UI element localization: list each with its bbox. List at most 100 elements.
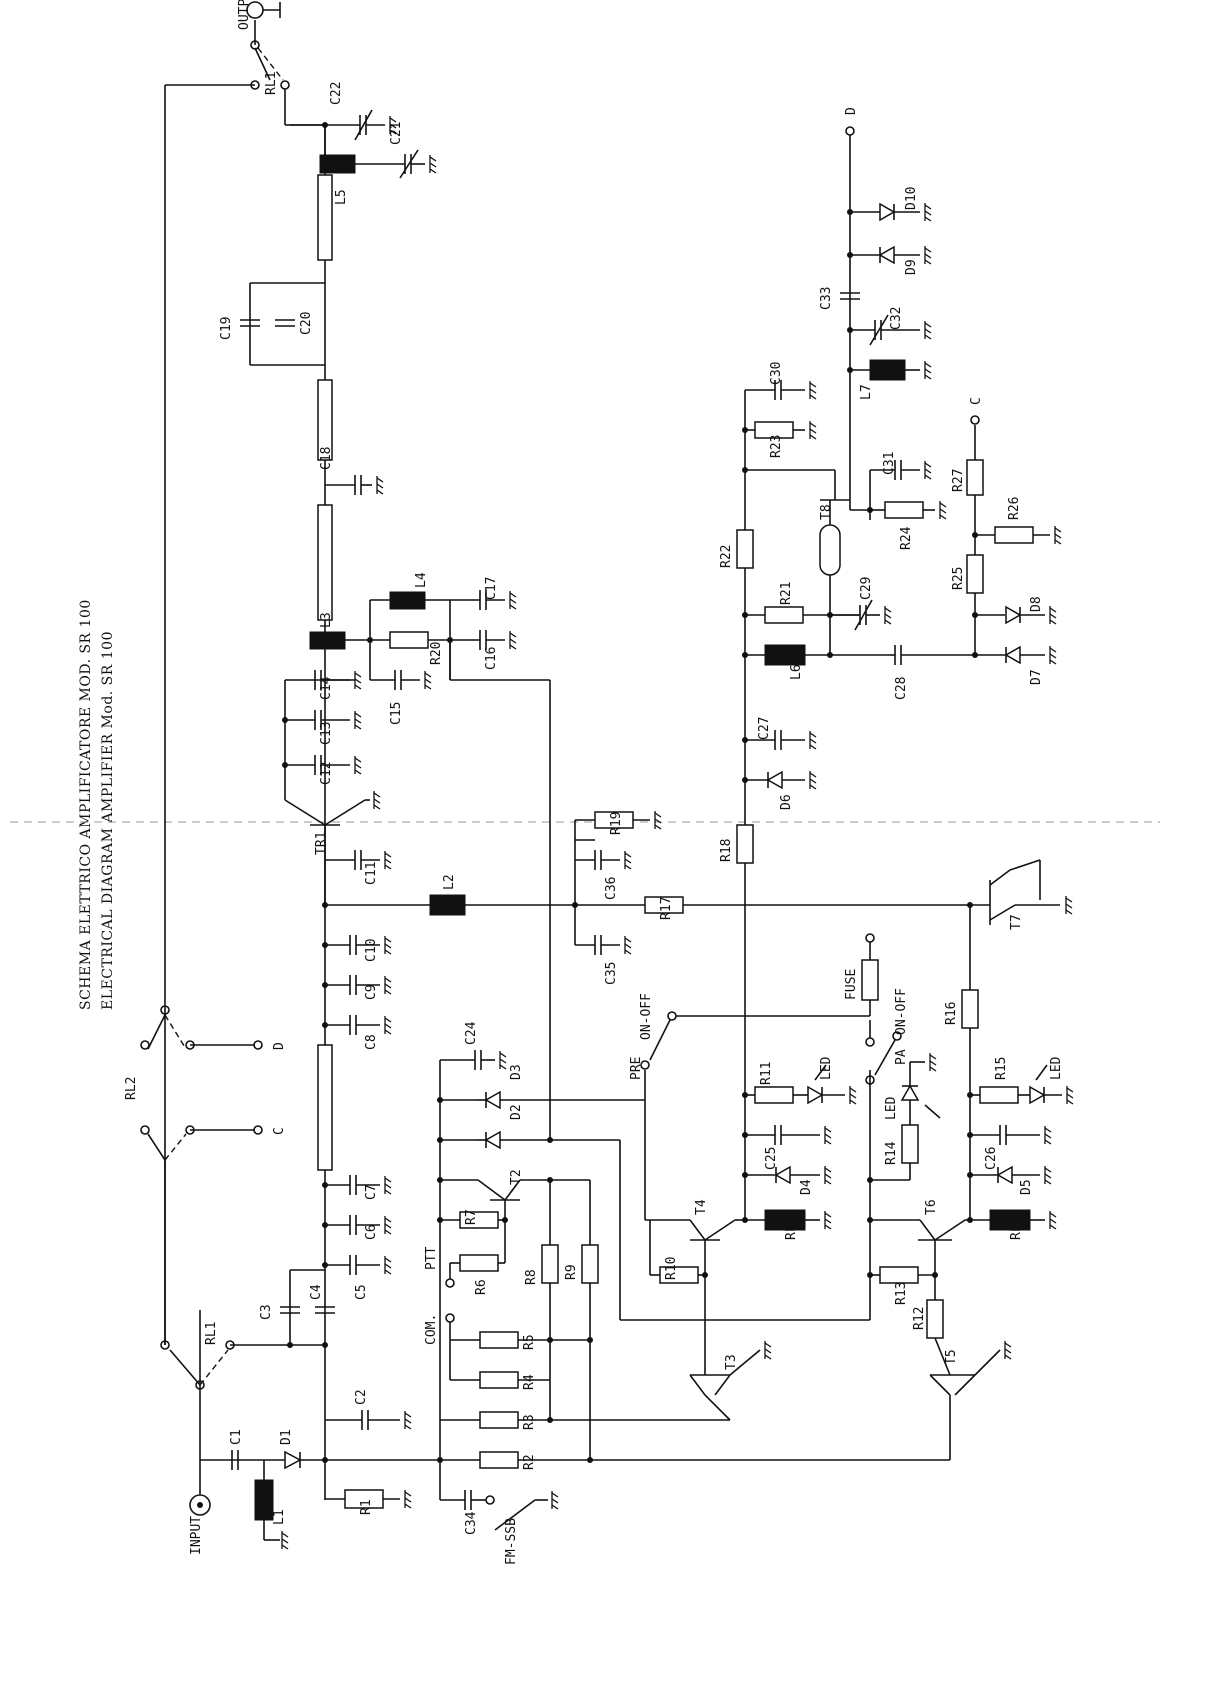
led-3 (1029, 1085, 1046, 1105)
label-c4: C4 (309, 1284, 324, 1300)
label-d8: D8 (1029, 596, 1044, 612)
label-d3: D3 (509, 1064, 524, 1080)
label-r9: R9 (564, 1264, 579, 1280)
resistor-r21 (764, 606, 804, 624)
label-r13: R13 (894, 1282, 909, 1305)
label-r8: R8 (524, 1269, 539, 1285)
label-l5: L5 (334, 189, 349, 205)
label-t5: T5 (944, 1349, 959, 1365)
label-c29: C29 (859, 577, 874, 600)
resistor-r5 (479, 1331, 519, 1349)
label-led-2: LED (884, 1096, 899, 1120)
resistor-r26 (994, 526, 1034, 544)
label-pre: PRE (629, 1057, 644, 1080)
label-r27: R27 (951, 469, 966, 492)
label-led-1: LED (819, 1056, 834, 1080)
secondary-section (736, 126, 1062, 900)
terminal-d-right (845, 126, 855, 136)
label-c19: C19 (219, 317, 234, 340)
label-c31: C31 (882, 452, 897, 475)
label-r1: R1 (359, 1499, 374, 1515)
label-r26: R26 (1007, 497, 1022, 520)
inductor-l6 (764, 644, 806, 666)
resistor-r4 (479, 1371, 519, 1389)
label-d-right: D (844, 107, 859, 115)
strip-line-2 (317, 379, 333, 461)
label-r5: R5 (522, 1334, 537, 1350)
label-c35: C35 (604, 962, 619, 985)
transistor-tr1 (284, 765, 381, 905)
resistor-r12 (926, 1299, 944, 1339)
label-r20: R20 (429, 642, 444, 665)
title-english: ELECTRICAL DIAGRAM AMPLIFIER Mod. SR 100 (100, 631, 116, 1010)
label-l4: L4 (414, 572, 429, 588)
label-c2: C2 (354, 1389, 369, 1405)
label-on-off-1: ON-OFF (639, 993, 654, 1040)
label-fuse: FUSE (844, 969, 859, 1000)
led-2 (900, 1084, 920, 1101)
label-c12: C12 (319, 762, 334, 785)
label-c-right: C (969, 397, 984, 405)
label-t8: T8 (819, 504, 834, 520)
resistor-r25 (966, 554, 984, 594)
label-c24: C24 (464, 1021, 479, 1045)
label-r18: R18 (719, 839, 734, 862)
led-1 (807, 1085, 824, 1105)
inductor-l2 (429, 894, 466, 916)
control-t3-t4 (640, 900, 902, 1421)
label-r22: R22 (719, 545, 734, 568)
label-d10: D10 (904, 187, 919, 210)
bias-network (322, 810, 973, 956)
label-r15: R15 (994, 1057, 1009, 1080)
label-c22: C22 (329, 82, 344, 105)
resistor-r9 (581, 1244, 599, 1284)
inductor-l7 (869, 359, 906, 381)
label-r3: R3 (522, 1414, 537, 1430)
label-d7: D7 (1029, 669, 1044, 685)
label-c34: C34 (464, 1511, 479, 1535)
label-r12: R12 (912, 1307, 927, 1330)
label-c36: C36 (604, 877, 619, 900)
label-r2: R2 (522, 1454, 537, 1470)
label-r24: R24 (899, 526, 914, 550)
component-labels: INPUT OUTP D C D C COM. PTT PRE ON-OFF P… (124, 0, 1064, 1565)
transistor-t8 (819, 524, 841, 576)
label-d4: D4 (799, 1179, 814, 1195)
label-l6: L6 (789, 664, 804, 680)
label-c7: C7 (364, 1184, 379, 1200)
label-r4: R4 (522, 1374, 537, 1390)
label-t6: T6 (924, 1199, 939, 1215)
label-led-3: LED (1049, 1056, 1064, 1080)
label-d1: D1 (279, 1429, 294, 1445)
label-c30: C30 (769, 362, 784, 385)
label-rl1-bottom: RL1 (204, 1322, 219, 1345)
label-d5: D5 (1019, 1179, 1034, 1195)
relay-rl1-lower (160, 1010, 336, 1390)
label-c10: C10 (364, 939, 379, 962)
label-c6: C6 (364, 1224, 379, 1240)
label-d2: D2 (509, 1104, 524, 1120)
label-c: C (272, 1127, 287, 1135)
terminal-c (253, 1125, 263, 1135)
label-c25: C25 (764, 1147, 779, 1170)
resistor-r15 (979, 1086, 1019, 1104)
resistor-r3 (479, 1411, 519, 1429)
label-fm-ssb: FM-SSB (504, 1518, 519, 1565)
label-t3: T3 (724, 1354, 739, 1370)
label-c17: C17 (484, 577, 499, 600)
label-c14: C14 (319, 676, 334, 700)
label-ptt: PTT (424, 1246, 439, 1270)
resistor-r6 (459, 1254, 499, 1272)
label-rl2-coil: RL2 (784, 1217, 799, 1240)
title-italian: SCHEMA ELETTRICO AMPLIFICATORE MOD. SR 1… (78, 599, 94, 1010)
resistor-r11 (754, 1086, 794, 1104)
output-tuning (290, 109, 437, 496)
resistor-r20 (389, 631, 429, 649)
resistor-r24 (884, 501, 924, 519)
strip-line-3 (317, 504, 333, 621)
label-c32: C32 (889, 307, 904, 330)
label-r23: R23 (769, 435, 784, 458)
label-d9: D9 (904, 259, 919, 275)
label-l2: L2 (442, 874, 457, 890)
transistor-t7 (970, 859, 1073, 925)
